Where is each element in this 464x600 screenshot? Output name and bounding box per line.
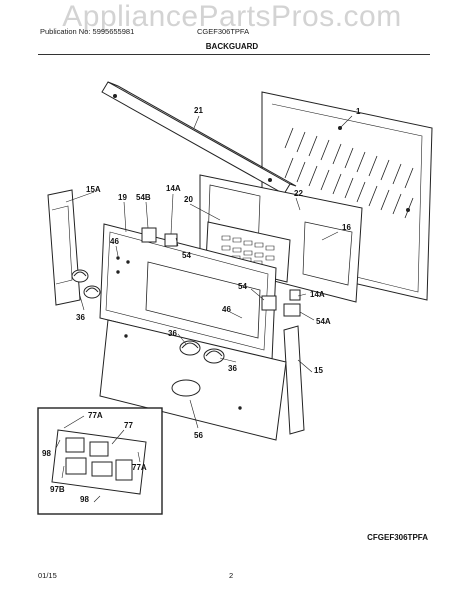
callout-46-left: 46 <box>110 237 119 246</box>
footer-date: 01/15 <box>38 571 57 580</box>
callout-16: 16 <box>342 223 351 232</box>
callout-77a-bottom: 77A <box>132 463 147 472</box>
page-number: 2 <box>229 571 234 580</box>
callout-36-center: 36 <box>168 329 177 338</box>
switch-14a-top <box>164 233 178 247</box>
callout-77: 77 <box>124 421 133 430</box>
header-rule <box>38 54 430 55</box>
callout-54a: 54A <box>316 317 331 326</box>
callout-97b: 97B <box>50 485 65 494</box>
switch-54-right <box>261 295 277 311</box>
callout-22: 22 <box>294 189 303 198</box>
callout-21: 21 <box>194 106 203 115</box>
electronic-board-inset <box>37 407 163 515</box>
section-title: BACKGUARD <box>205 42 259 51</box>
top-trim <box>101 81 297 195</box>
callout-1: 1 <box>356 107 361 116</box>
switch-54b <box>141 227 157 243</box>
callout-54b: 54B <box>136 193 151 202</box>
callout-36-left: 36 <box>76 313 85 322</box>
left-knobs <box>71 269 101 299</box>
callout-77a-top: 77A <box>88 411 103 420</box>
callout-98-bottom: 98 <box>80 495 89 504</box>
center-knobs <box>179 340 225 364</box>
callout-19: 19 <box>118 193 127 202</box>
callout-14a-right: 14A <box>310 290 325 299</box>
lower-back-panel <box>99 319 287 441</box>
callout-46-center: 46 <box>222 305 231 314</box>
callout-54-right: 54 <box>238 282 247 291</box>
watermark-logo: AppliancePartsPros.com <box>62 0 402 33</box>
switch-14a-right <box>289 289 301 301</box>
callout-98-left: 98 <box>42 449 51 458</box>
right-end-cap <box>283 325 305 435</box>
callout-15: 15 <box>314 366 323 375</box>
callout-54-left: 54 <box>182 251 191 260</box>
callout-36-right: 36 <box>228 364 237 373</box>
callout-15a: 15A <box>86 185 101 194</box>
callout-56: 56 <box>194 431 203 440</box>
leader-lines <box>55 115 353 503</box>
publication-number: Publication No: 5995655981 <box>40 27 135 36</box>
callout-20: 20 <box>184 195 193 204</box>
switch-54a <box>283 303 301 317</box>
callout-14a-top: 14A <box>166 184 181 193</box>
model-number: CGEF306TPFA <box>197 27 250 36</box>
diagram-model-code: CFGEF306TPFA <box>367 533 428 542</box>
